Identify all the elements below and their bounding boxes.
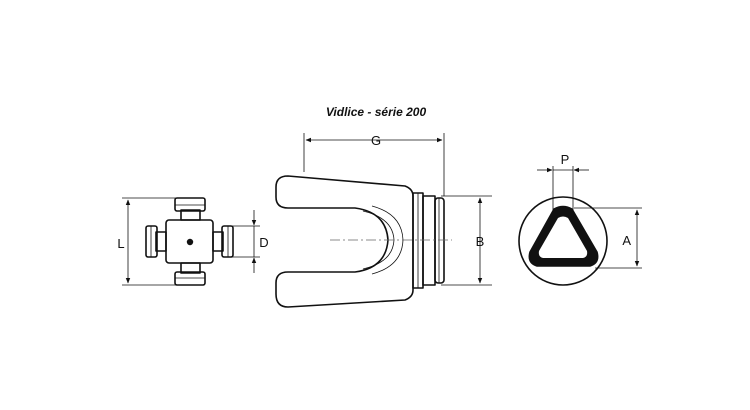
yoke-outline	[275, 175, 414, 308]
cross-right-neck	[212, 231, 224, 252]
yoke-end-ring	[434, 197, 445, 284]
label-G: G	[371, 133, 381, 148]
dimension-D: D	[230, 210, 269, 273]
dimension-P: P	[537, 152, 589, 212]
cross-left-cup	[145, 225, 158, 258]
cross-bottom-neck	[180, 262, 201, 274]
yoke-hub	[422, 195, 436, 286]
drawing-title: Vidlice - série 200	[326, 105, 427, 119]
dimension-L: L	[117, 197, 178, 286]
cross-spider-view	[145, 197, 234, 286]
dimension-G: G	[303, 133, 445, 196]
label-D: D	[259, 235, 268, 250]
label-B: B	[476, 234, 485, 249]
cross-left-neck	[155, 231, 167, 252]
dimension-B: B	[441, 195, 492, 286]
cross-top-neck	[180, 209, 201, 221]
label-A: A	[622, 233, 631, 248]
cross-top-cup	[174, 197, 206, 212]
label-P: P	[561, 152, 570, 167]
cross-bottom-cup	[174, 271, 206, 286]
label-L: L	[117, 236, 124, 251]
cross-center-dot	[186, 238, 194, 246]
yoke-side-view	[275, 175, 452, 308]
cross-right-cup	[221, 225, 234, 258]
end-view-circle	[518, 196, 608, 286]
dimension-A: A	[574, 207, 642, 269]
end-view	[518, 196, 608, 286]
triangular-profile-inner	[538, 216, 588, 258]
